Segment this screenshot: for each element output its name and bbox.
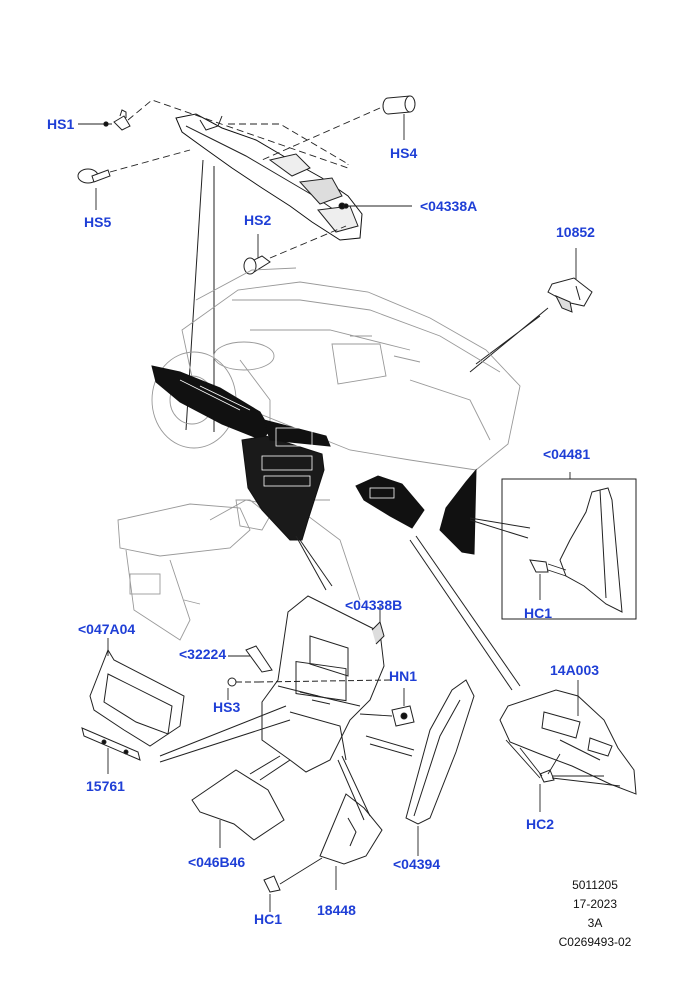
callout-10852[interactable]: 10852 xyxy=(556,224,595,240)
highlight-parts xyxy=(151,365,477,555)
reference-line-1: 5011205 xyxy=(572,878,618,892)
screw-icon xyxy=(245,645,273,673)
screw-icon xyxy=(113,109,131,131)
bracket-icon xyxy=(547,277,593,313)
detail-lines xyxy=(295,517,531,691)
callout-32224[interactable]: <32224 xyxy=(179,646,227,662)
callout-hc1-bottom[interactable]: HC1 xyxy=(254,911,283,927)
reference-block: 5011205 17-2023 3A C0269493-02 xyxy=(540,876,650,952)
reference-line-4: C0269493-02 xyxy=(558,935,632,949)
strip-15761 xyxy=(81,727,141,774)
clip-icon xyxy=(263,857,323,912)
callout-hs2[interactable]: HS2 xyxy=(244,212,272,228)
callout-14a003[interactable]: 14A003 xyxy=(550,662,600,678)
callout-04394[interactable]: <04394 xyxy=(393,856,441,872)
callout-047a04[interactable]: <047A04 xyxy=(78,621,136,637)
leader-lines xyxy=(78,114,577,286)
panel-14a003 xyxy=(499,680,637,812)
cross-car-beam xyxy=(175,113,363,241)
center-console-bracket xyxy=(261,595,385,773)
bolt-icon xyxy=(382,95,416,115)
callout-hc1-inset[interactable]: HC1 xyxy=(524,605,553,621)
callout-18448[interactable]: 18448 xyxy=(317,902,356,918)
callout-046b46[interactable]: <046B46 xyxy=(188,854,246,870)
reference-line-3: 3A xyxy=(587,916,603,930)
trim-panel-047a04 xyxy=(89,638,185,747)
nut-icon xyxy=(359,688,415,727)
reference-line-2: 17-2023 xyxy=(572,897,618,911)
callout-04338b[interactable]: <04338B xyxy=(345,597,403,613)
alignment-dash-lines xyxy=(109,99,381,259)
long-trim-04394 xyxy=(365,679,475,856)
callout-04338a[interactable]: <04338A xyxy=(420,198,478,214)
bolt-icon xyxy=(227,677,393,687)
bolt-icon xyxy=(243,255,271,275)
callout-hs4[interactable]: HS4 xyxy=(390,145,418,161)
callout-hs5[interactable]: HS5 xyxy=(84,214,112,230)
callout-04481[interactable]: <04481 xyxy=(543,446,591,462)
side-trim-18448 xyxy=(319,755,383,890)
center-stack-details xyxy=(179,379,395,499)
callout-15761[interactable]: 15761 xyxy=(86,778,125,794)
bolt-icon xyxy=(77,168,111,184)
callout-hn1[interactable]: HN1 xyxy=(389,668,418,684)
callout-hs3[interactable]: HS3 xyxy=(213,699,241,715)
inset-box-04481 xyxy=(501,472,637,620)
callout-hc2[interactable]: HC2 xyxy=(526,816,555,832)
mat-046b46 xyxy=(191,755,291,848)
callout-hs1[interactable]: HS1 xyxy=(47,116,75,132)
